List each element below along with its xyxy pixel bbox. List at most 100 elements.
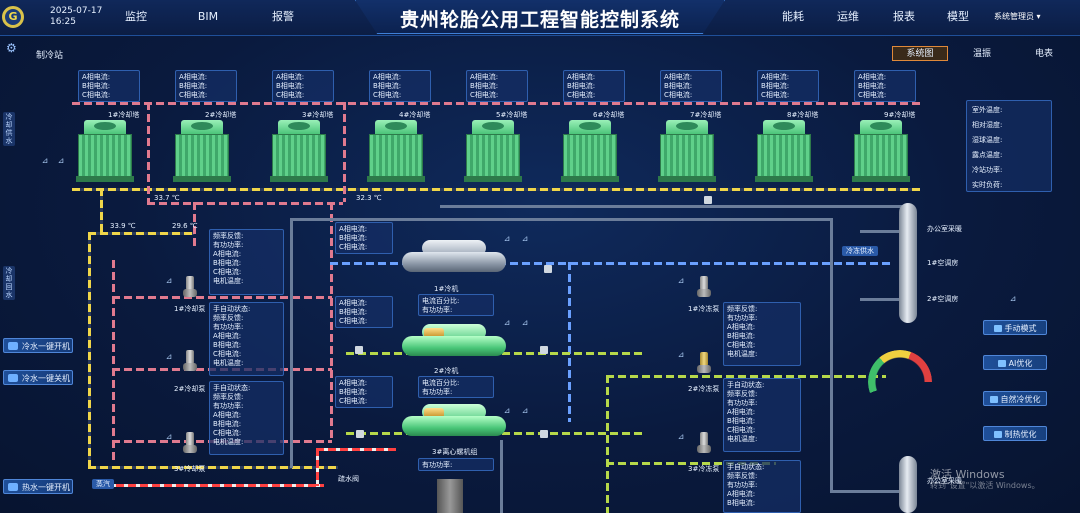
nav-bim[interactable]: BIM — [197, 10, 219, 23]
info-line: 频率反馈: — [213, 393, 244, 401]
cooling-tower-6-info: A相电流:B相电流:C相电流: — [563, 70, 625, 102]
info-line: B相电流: — [339, 308, 368, 316]
cooling-tower-body — [854, 134, 908, 178]
valve-icon[interactable] — [540, 346, 548, 354]
nav-model[interactable]: 模型 — [947, 10, 969, 23]
cooling-tower-3[interactable] — [270, 120, 328, 182]
info-line: B相电流: — [276, 82, 305, 90]
distributor-tank-upper[interactable] — [899, 203, 917, 323]
info-line: C相电流: — [761, 91, 790, 99]
sensor-icon: ⊿ — [521, 406, 529, 415]
nav-maintenance[interactable]: 运维 — [837, 10, 859, 23]
ai-optimize-button[interactable]: AI优化 — [983, 355, 1047, 370]
tab-system-diagram[interactable]: 系统图 — [892, 46, 948, 61]
chilled-pump-2-info: 手自动状态: 频率反馈: 有功功率: A相电流: B相电流: C相电流: 电机温… — [723, 378, 801, 452]
chilled-return-pipe-4 — [606, 462, 776, 465]
load-gauge — [868, 350, 932, 414]
cooling-tower-7[interactable] — [658, 120, 716, 182]
cooling-pump-1[interactable] — [183, 276, 197, 298]
info-line: B相电流: — [761, 82, 790, 90]
drain-valve-label: 疏水阀 — [338, 475, 359, 483]
user-menu[interactable]: 系统管理员 ▾ — [994, 12, 1041, 21]
info-line: 手自动状态: — [213, 305, 251, 313]
tab-vibration[interactable]: 温振 — [972, 49, 991, 59]
info-line: B相电流: — [567, 82, 596, 90]
cooling-tower-6[interactable] — [561, 120, 619, 182]
power-icon — [8, 483, 18, 491]
info-line: 有功功率: — [727, 399, 758, 407]
tank-label-office-heating: 办公室采暖 — [927, 225, 962, 233]
cooling-tower-5[interactable] — [464, 120, 522, 182]
return-bottom-pipe — [88, 466, 338, 469]
button-label: 热水一键开机 — [22, 483, 70, 492]
valve-icon[interactable] — [540, 430, 548, 438]
nav-energy[interactable]: 能耗 — [782, 10, 804, 23]
manual-mode-button[interactable]: 手动模式 — [983, 320, 1047, 335]
chiller-1[interactable] — [398, 238, 510, 278]
button-label: 制热优化 — [1004, 430, 1037, 439]
cooling-tower-9[interactable] — [852, 120, 910, 182]
nav-report[interactable]: 报表 — [893, 10, 915, 23]
info-line: A相电流: — [470, 73, 499, 81]
cooling-pump-2-label: 2#冷却泵 — [174, 385, 206, 393]
cooling-pump-3[interactable] — [183, 432, 197, 454]
valve-icon[interactable] — [356, 430, 364, 438]
heating-optimize-button[interactable]: 制热优化 — [983, 426, 1047, 441]
natural-cooling-optimize-button[interactable]: 自然冷优化 — [983, 391, 1047, 406]
cooling-tower-5-label: 5#冷却塔 — [496, 111, 528, 119]
chilled-water-one-key-start-button[interactable]: 冷水一键开机 — [3, 338, 73, 353]
return-cross-pipe — [88, 232, 194, 235]
env-load: 实时负荷: — [972, 181, 1003, 189]
valve-icon[interactable] — [355, 346, 363, 354]
tab-meter[interactable]: 电表 — [1034, 49, 1053, 59]
cooling-tower-1[interactable] — [76, 120, 134, 182]
chilled-pump-1[interactable] — [697, 276, 711, 298]
info-line: A相电流: — [373, 73, 402, 81]
info-line: A相电流: — [213, 332, 242, 340]
tank-inlet-pipe-1 — [860, 230, 900, 233]
info-line: A相电流: — [213, 411, 242, 419]
valve-icon[interactable] — [544, 265, 552, 273]
distributor-tank-lower[interactable] — [899, 456, 917, 513]
cooling-pump-2[interactable] — [183, 350, 197, 372]
chilled-pump-2[interactable] — [697, 352, 711, 374]
chiller-2-label: 2#冷机 — [434, 367, 459, 375]
chilled-water-one-key-stop-button[interactable]: 冷水一键关机 — [3, 370, 73, 385]
chiller-1-pct-info: 电流百分比: 有功功率: — [418, 294, 494, 316]
sensor-icon: ⊿ — [503, 234, 511, 243]
info-line: C相电流: — [82, 91, 111, 99]
cooling-pump-3-info: 手自动状态: 频率反馈: 有功功率: A相电流: B相电流: C相电流: 电机温… — [209, 381, 284, 455]
env-outdoor-temp: 室外温度: — [972, 106, 1003, 114]
cooling-tower-2[interactable] — [173, 120, 231, 182]
chilled-pump-3[interactable] — [697, 432, 711, 454]
mode-icon — [993, 325, 1002, 332]
info-line: A相电流: — [858, 73, 887, 81]
chilled-supply-pipe — [330, 262, 890, 265]
supply-riser-pipe-2 — [343, 102, 346, 202]
chiller-3[interactable] — [398, 402, 510, 442]
chiller-2[interactable] — [398, 322, 510, 362]
info-line: B相电流: — [213, 420, 242, 428]
steam-flow-label: 蒸汽 — [92, 479, 114, 489]
info-line: 有功功率: — [727, 481, 758, 489]
gray-header-pipe-1 — [290, 218, 830, 221]
info-line: B相电流: — [213, 341, 242, 349]
info-line: B相电流: — [727, 499, 756, 507]
cooling-tower-top — [666, 120, 708, 134]
cooling-tower-8[interactable] — [755, 120, 813, 182]
valve-icon[interactable] — [704, 196, 712, 204]
cooling-tower-body — [272, 134, 326, 178]
nav-alarm[interactable]: 报警 — [272, 10, 294, 23]
info-line: C相电流: — [213, 350, 242, 358]
sensor-icon: ⊿ — [521, 234, 529, 243]
sensor-icon: ⊿ — [521, 318, 529, 327]
info-line: C相电流: — [213, 429, 242, 437]
title-frame — [355, 0, 725, 34]
env-wetbulb: 湿球温度: — [972, 136, 1003, 144]
nav-monitor[interactable]: 监控 — [125, 10, 147, 23]
cooling-tower-4[interactable] — [367, 120, 425, 182]
hot-water-one-key-start-button[interactable]: 热水一键开机 — [3, 479, 73, 494]
gear-icon[interactable]: ⚙ — [6, 41, 17, 55]
cooling-tower-8-info: A相电流:B相电流:C相电流: — [757, 70, 819, 102]
button-label: 冷水一键关机 — [22, 374, 70, 383]
